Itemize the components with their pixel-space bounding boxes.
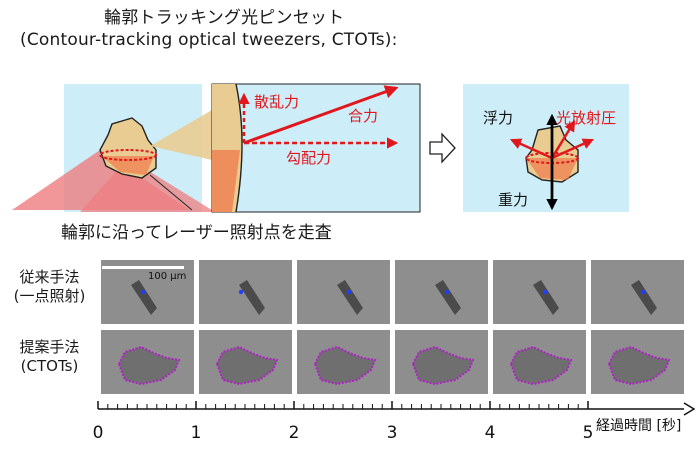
micrograph-frame: [297, 330, 390, 394]
particle-image: [631, 280, 657, 315]
micrograph-content: [591, 330, 684, 394]
contour-tracking-outline: [511, 347, 571, 384]
micrograph-content: [395, 260, 488, 324]
laser-spot-marker: [445, 290, 449, 294]
micrograph-frame: [297, 260, 390, 324]
micrograph-frame: [101, 330, 194, 394]
particle-image: [337, 280, 363, 315]
contour-tracking-outline: [217, 347, 277, 384]
laser-spot-marker: [239, 290, 243, 294]
timeline-axis-label: 経過時間 [秒]: [596, 418, 681, 434]
laser-spot-marker: [543, 290, 547, 294]
micrograph-frame: [591, 260, 684, 324]
micrograph-frame: [199, 330, 292, 394]
micrograph-content: [101, 260, 194, 324]
contour-tracking-outline: [315, 347, 375, 384]
micrograph-content: [199, 330, 292, 394]
timeline-tick-label: 3: [387, 423, 398, 443]
micrograph-content: [297, 330, 390, 394]
micrograph-content: [199, 260, 292, 324]
contour-tracking-outline: [609, 347, 669, 384]
contour-tracking-outline: [119, 347, 179, 384]
micrograph-content: [493, 260, 586, 324]
micrograph-content: [591, 260, 684, 324]
timeline-tick-label: 1: [191, 423, 202, 443]
micrograph-frame: [395, 330, 488, 394]
particle-image: [239, 280, 265, 315]
micrograph-content: [493, 330, 586, 394]
micrograph-frame: [395, 260, 488, 324]
scale-bar-label: 100 μm: [148, 271, 186, 282]
timeline-arrowhead: [684, 403, 694, 415]
timeline-tick-label: 2: [289, 423, 300, 443]
particle-image: [533, 280, 559, 315]
micrograph-frame: [199, 260, 292, 324]
timeline-tick-label: 5: [583, 423, 594, 443]
micrograph-content: [395, 330, 488, 394]
micrograph-content: [297, 260, 390, 324]
particle-image: [131, 280, 157, 315]
micrograph-frame: [493, 330, 586, 394]
micrograph-content: [101, 330, 194, 394]
timeline-tick-label: 4: [485, 423, 496, 443]
particle-image: [435, 280, 461, 315]
micrograph-frame: [591, 330, 684, 394]
scale-bar: [102, 266, 184, 269]
laser-spot-marker: [141, 290, 145, 294]
laser-spot-marker: [641, 290, 645, 294]
micrograph-frame: [493, 260, 586, 324]
laser-spot-marker: [347, 290, 351, 294]
contour-tracking-outline: [413, 347, 473, 384]
micrograph-frame: [101, 260, 194, 324]
timeline-tick-label: 0: [93, 423, 104, 443]
